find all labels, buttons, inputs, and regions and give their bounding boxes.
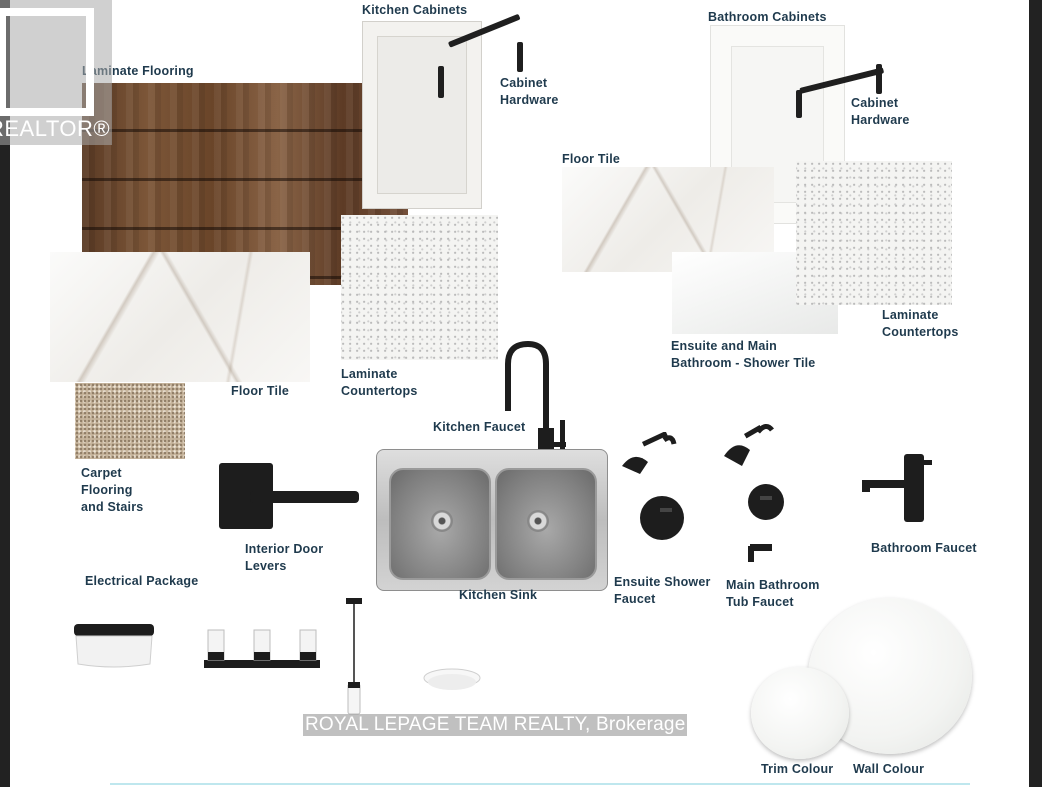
kitchen-cabinet-pull-leg-right bbox=[517, 42, 523, 72]
disc-light-icon bbox=[423, 668, 481, 690]
main-tub-faucet-label: Main Bathroom Tub Faucet bbox=[726, 578, 820, 609]
vanity-light-icon bbox=[204, 629, 320, 668]
shower-tile-label: Ensuite and Main Bathroom - Shower Tile bbox=[671, 339, 816, 370]
bathroom-cabinets-label: Bathroom Cabinets bbox=[708, 10, 827, 24]
wall-colour-label: Wall Colour bbox=[853, 762, 925, 776]
sink-right-drain bbox=[527, 510, 549, 532]
main-floor-tile-label: Floor Tile bbox=[231, 384, 290, 398]
main-tub-faucet-icon bbox=[724, 424, 784, 562]
kitchen-cabinets-label: Kitchen Cabinets bbox=[362, 3, 468, 17]
carpet-label: Carpet Flooring and Stairs bbox=[81, 466, 144, 514]
kitchen-countertops-label: Laminate Countertops bbox=[341, 367, 418, 398]
realtor-r-mark-icon bbox=[0, 8, 94, 116]
kitchen-faucet-label: Kitchen Faucet bbox=[433, 420, 526, 434]
bathroom-cabinet-pull-leg-left bbox=[796, 90, 802, 118]
bathroom-countertops-label: Laminate Countertops bbox=[882, 308, 959, 339]
trim-colour-label: Trim Colour bbox=[761, 762, 834, 776]
kitchen-countertop-swatch bbox=[341, 215, 498, 360]
bottom-accent-line bbox=[110, 783, 970, 785]
carpet-swatch bbox=[75, 383, 185, 459]
ensuite-shower-faucet-label: Ensuite Shower Faucet bbox=[614, 575, 711, 606]
main-floor-tile-swatch bbox=[50, 252, 310, 382]
bathroom-countertop-swatch bbox=[796, 161, 952, 305]
bathroom-faucet-label: Bathroom Faucet bbox=[871, 541, 977, 555]
door-lever-handle bbox=[250, 491, 359, 503]
pendant-light-icon bbox=[346, 598, 362, 715]
realtor-logo-text: REALTOR® bbox=[0, 116, 111, 141]
sink-left-drain bbox=[431, 510, 453, 532]
electrical-package-label: Electrical Package bbox=[85, 574, 199, 588]
bathroom-floor-tile-label: Floor Tile bbox=[562, 152, 621, 166]
design-board: Laminate Flooring Kitchen Cabinets Cabin… bbox=[10, 0, 1029, 787]
kitchen-cabinet-swatch bbox=[362, 21, 482, 209]
ensuite-shower-faucet-icon bbox=[622, 432, 684, 540]
brokerage-watermark: ROYAL LEPAGE TEAM REALTY, Brokerage bbox=[303, 714, 688, 736]
kitchen-cabinet-hardware-label: Cabinet Hardware bbox=[500, 76, 559, 107]
kitchen-cabinet-pull-leg-left bbox=[438, 66, 444, 98]
bathroom-cabinet-pull-leg-right bbox=[876, 64, 882, 94]
kitchen-sink-label: Kitchen Sink bbox=[459, 588, 538, 602]
bathroom-faucet-icon bbox=[862, 454, 932, 522]
door-levers-label: Interior Door Levers bbox=[245, 542, 324, 573]
bathroom-cabinet-hardware-label: Cabinet Hardware bbox=[851, 96, 910, 127]
trim-colour-swatch bbox=[751, 667, 849, 759]
flush-mount-light-icon bbox=[74, 624, 154, 668]
kitchen-sink-image bbox=[376, 449, 608, 591]
realtor-logo: REALTOR® bbox=[0, 0, 112, 145]
